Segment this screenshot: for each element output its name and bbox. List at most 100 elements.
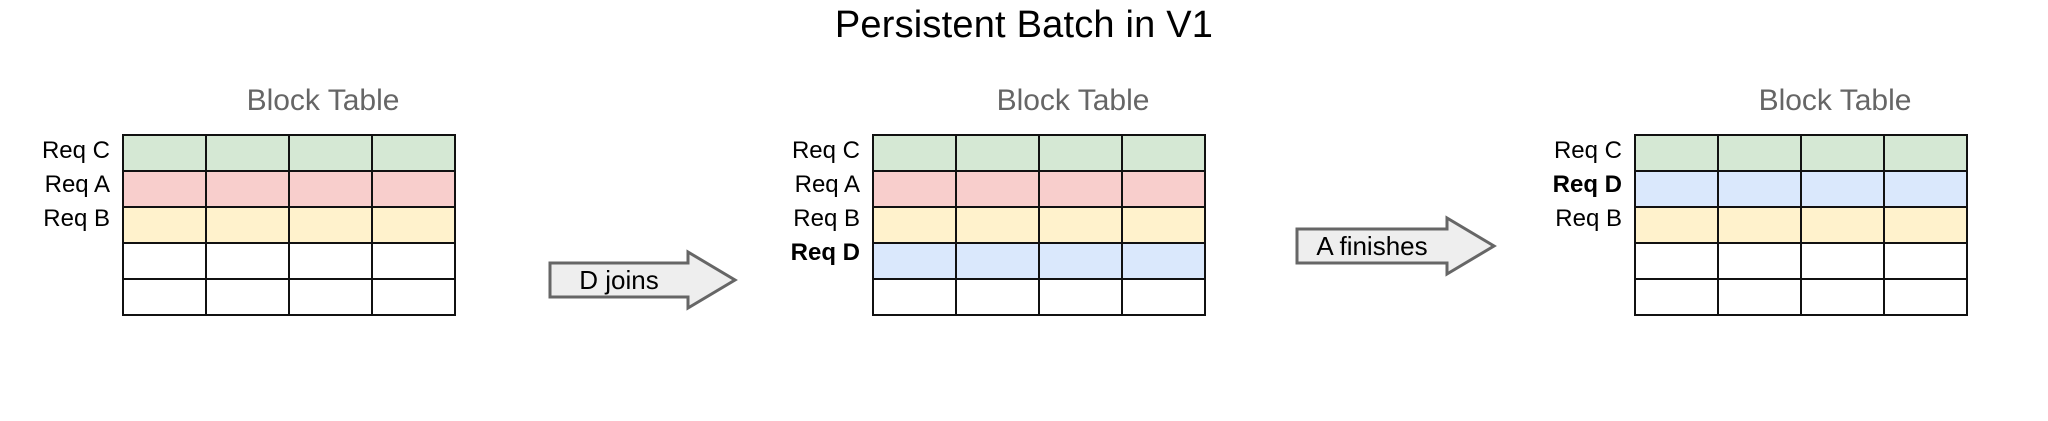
block-table-body-2 — [872, 134, 1206, 316]
arrow-a-finishes: A finishes — [1295, 215, 1497, 277]
row-label: Req C — [1553, 137, 1622, 164]
table-row — [872, 170, 1206, 208]
block-cell[interactable] — [1717, 170, 1802, 208]
arrow-label: A finishes — [1316, 230, 1428, 261]
page-title: Persistent Batch in V1 — [834, 4, 1214, 46]
block-cell[interactable] — [371, 206, 456, 244]
block-cell[interactable] — [872, 170, 957, 208]
block-cell[interactable] — [1717, 134, 1802, 172]
block-cell[interactable] — [371, 278, 456, 316]
block-cell[interactable] — [1121, 170, 1206, 208]
block-cell[interactable] — [1717, 206, 1802, 244]
panel-body-3: Req C Req D Req B — [1512, 134, 1968, 316]
block-cell[interactable] — [1038, 170, 1123, 208]
block-cell[interactable] — [288, 242, 373, 280]
block-cell[interactable] — [1883, 206, 1968, 244]
row-label — [750, 270, 860, 304]
table-row — [872, 206, 1206, 244]
block-cell[interactable] — [872, 278, 957, 316]
row-label: Req D — [1552, 171, 1622, 198]
block-cell[interactable] — [1634, 278, 1719, 316]
table-row — [872, 242, 1206, 280]
block-cell[interactable] — [1883, 170, 1968, 208]
table-row — [122, 134, 456, 172]
block-cell[interactable] — [955, 206, 1040, 244]
block-table-body-1 — [122, 134, 456, 316]
block-cell[interactable] — [872, 242, 957, 280]
block-cell[interactable] — [955, 278, 1040, 316]
block-cell[interactable] — [288, 134, 373, 172]
block-cell[interactable] — [122, 170, 207, 208]
table-row — [122, 242, 456, 280]
row-label: Req B — [43, 205, 110, 232]
block-cell[interactable] — [122, 134, 207, 172]
block-cell[interactable] — [955, 134, 1040, 172]
block-table-panel-1: Block Table Req C Req A Req B — [0, 84, 536, 394]
block-cell[interactable] — [205, 134, 290, 172]
block-cell[interactable] — [1038, 278, 1123, 316]
row-label — [0, 270, 110, 304]
block-cell[interactable] — [1717, 278, 1802, 316]
block-cell[interactable] — [872, 134, 957, 172]
row-labels-3: Req C Req D Req B — [1512, 134, 1622, 304]
block-cell[interactable] — [1634, 242, 1719, 280]
row-label: Req C — [41, 137, 110, 164]
block-cell[interactable] — [1121, 278, 1206, 316]
table-row — [1634, 170, 1968, 208]
block-cell[interactable] — [205, 206, 290, 244]
block-table-panel-2: Block Table Req C Req A Req B Req D — [750, 84, 1286, 394]
block-table-grid-2 — [872, 134, 1206, 316]
block-table-panel-3: Block Table Req C Req D Req B — [1512, 84, 2048, 394]
block-cell[interactable] — [1883, 278, 1968, 316]
block-cell[interactable] — [122, 206, 207, 244]
block-cell[interactable] — [1121, 242, 1206, 280]
block-cell[interactable] — [1800, 242, 1885, 280]
block-cell[interactable] — [1038, 206, 1123, 244]
block-cell[interactable] — [1634, 170, 1719, 208]
row-label — [0, 236, 110, 270]
block-cell[interactable] — [205, 278, 290, 316]
block-cell[interactable] — [872, 206, 957, 244]
row-label: Req A — [44, 171, 110, 198]
block-cell[interactable] — [371, 170, 456, 208]
block-cell[interactable] — [1634, 206, 1719, 244]
row-label: Req C — [791, 137, 860, 164]
block-cell[interactable] — [1038, 242, 1123, 280]
block-cell[interactable] — [1800, 134, 1885, 172]
block-cell[interactable] — [1883, 134, 1968, 172]
table-row — [872, 134, 1206, 172]
block-cell[interactable] — [1634, 134, 1719, 172]
panel-caption-2: Block Table — [996, 84, 1150, 117]
block-cell[interactable] — [371, 242, 456, 280]
block-cell[interactable] — [288, 206, 373, 244]
block-cell[interactable] — [205, 242, 290, 280]
block-cell[interactable] — [955, 242, 1040, 280]
arrow-label: D joins — [579, 264, 659, 295]
table-row — [1634, 242, 1968, 280]
block-cell[interactable] — [288, 170, 373, 208]
block-cell[interactable] — [1883, 242, 1968, 280]
table-row — [872, 278, 1206, 316]
row-label — [1512, 270, 1622, 304]
block-cell[interactable] — [1121, 206, 1206, 244]
table-row — [122, 170, 456, 208]
block-cell[interactable] — [1121, 134, 1206, 172]
block-cell[interactable] — [955, 170, 1040, 208]
panel-caption-1: Block Table — [246, 84, 400, 117]
row-labels-1: Req C Req A Req B — [0, 134, 110, 304]
block-cell[interactable] — [288, 278, 373, 316]
block-cell[interactable] — [371, 134, 456, 172]
block-cell[interactable] — [1800, 206, 1885, 244]
right-arrow-icon — [1295, 215, 1497, 277]
block-cell[interactable] — [122, 242, 207, 280]
table-row — [1634, 134, 1968, 172]
block-cell[interactable] — [1800, 170, 1885, 208]
block-cell[interactable] — [205, 170, 290, 208]
block-cell[interactable] — [122, 278, 207, 316]
table-row — [122, 278, 456, 316]
block-table-body-3 — [1634, 134, 1968, 316]
block-cell[interactable] — [1717, 242, 1802, 280]
block-cell[interactable] — [1800, 278, 1885, 316]
block-cell[interactable] — [1038, 134, 1123, 172]
